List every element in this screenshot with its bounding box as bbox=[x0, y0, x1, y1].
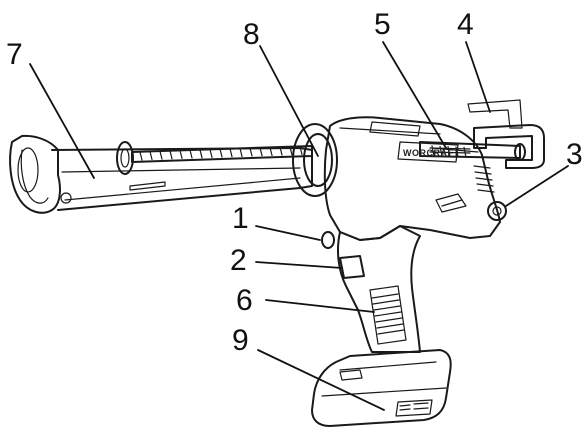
callout-4: 4 bbox=[457, 8, 474, 41]
brand-label: WORCRAFT bbox=[403, 148, 460, 158]
callouts: 7 8 5 4 3 1 2 6 9 bbox=[6, 8, 583, 357]
handle-grip bbox=[321, 225, 421, 353]
piston-rod-and-hook bbox=[419, 99, 545, 169]
callout-7: 7 bbox=[6, 38, 23, 71]
callout-3: 3 bbox=[566, 138, 583, 171]
callout-5: 5 bbox=[374, 8, 391, 41]
tool-body: WORCRAFT bbox=[323, 116, 507, 241]
callout-8: 8 bbox=[243, 18, 260, 51]
callout-9: 9 bbox=[232, 324, 249, 357]
leader-lines bbox=[29, 41, 569, 411]
callout-2: 2 bbox=[230, 244, 247, 277]
callout-6: 6 bbox=[236, 284, 253, 317]
battery-pack bbox=[311, 349, 452, 427]
cartridge-holder bbox=[9, 123, 338, 214]
callout-1: 1 bbox=[232, 202, 249, 235]
